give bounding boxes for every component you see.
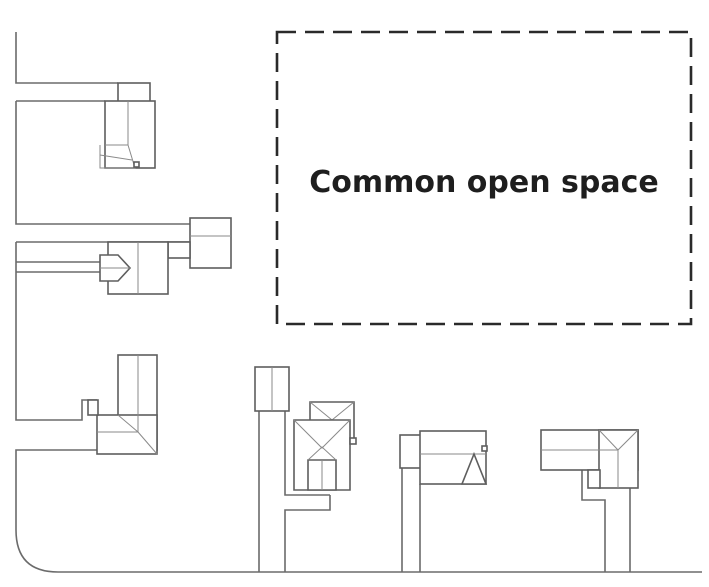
house-4-front-ridge: [307, 446, 337, 461]
house-5-gable: [460, 451, 488, 485]
common-open-space: Common open space: [275, 30, 693, 326]
open-space-boundary: [275, 30, 693, 326]
house-3: [87, 354, 158, 455]
lot-line-4b: [284, 410, 330, 496]
lot-line-6: [581, 470, 606, 572]
house-6-hip-a: [598, 429, 619, 451]
house-2-breezeway: [167, 241, 191, 259]
house-5-garage: [399, 434, 423, 469]
house-5: [399, 430, 488, 485]
house-3-hip-b: [137, 431, 158, 455]
house-1: [99, 82, 156, 169]
lot-line-2-left: [15, 242, 97, 421]
house-6-hip-b: [617, 429, 639, 451]
house-1-main: [104, 100, 156, 169]
house-1-ridge-b: [99, 154, 133, 161]
lot-line-1-bottom: [15, 101, 190, 225]
house-2: [99, 217, 232, 295]
lot-line-3: [15, 449, 702, 573]
house-6: [540, 429, 639, 489]
house-1-hip: [99, 144, 136, 169]
house-4-chimney: [349, 437, 357, 445]
house-4: [254, 366, 357, 491]
house-4-ridge: [293, 419, 351, 449]
house-2-garage: [189, 217, 232, 269]
house-1-chimney: [133, 161, 140, 168]
house-1-garage: [117, 82, 151, 103]
house-6-porch: [587, 469, 601, 489]
house-3-hip-a: [117, 414, 139, 433]
house-3-main: [96, 414, 158, 455]
lot-line-top: [15, 32, 118, 84]
open-space-label: Common open space: [309, 165, 659, 200]
house-5-chimney: [481, 445, 488, 452]
lot-line-4c: [284, 495, 331, 572]
house-3-porch: [87, 399, 99, 416]
